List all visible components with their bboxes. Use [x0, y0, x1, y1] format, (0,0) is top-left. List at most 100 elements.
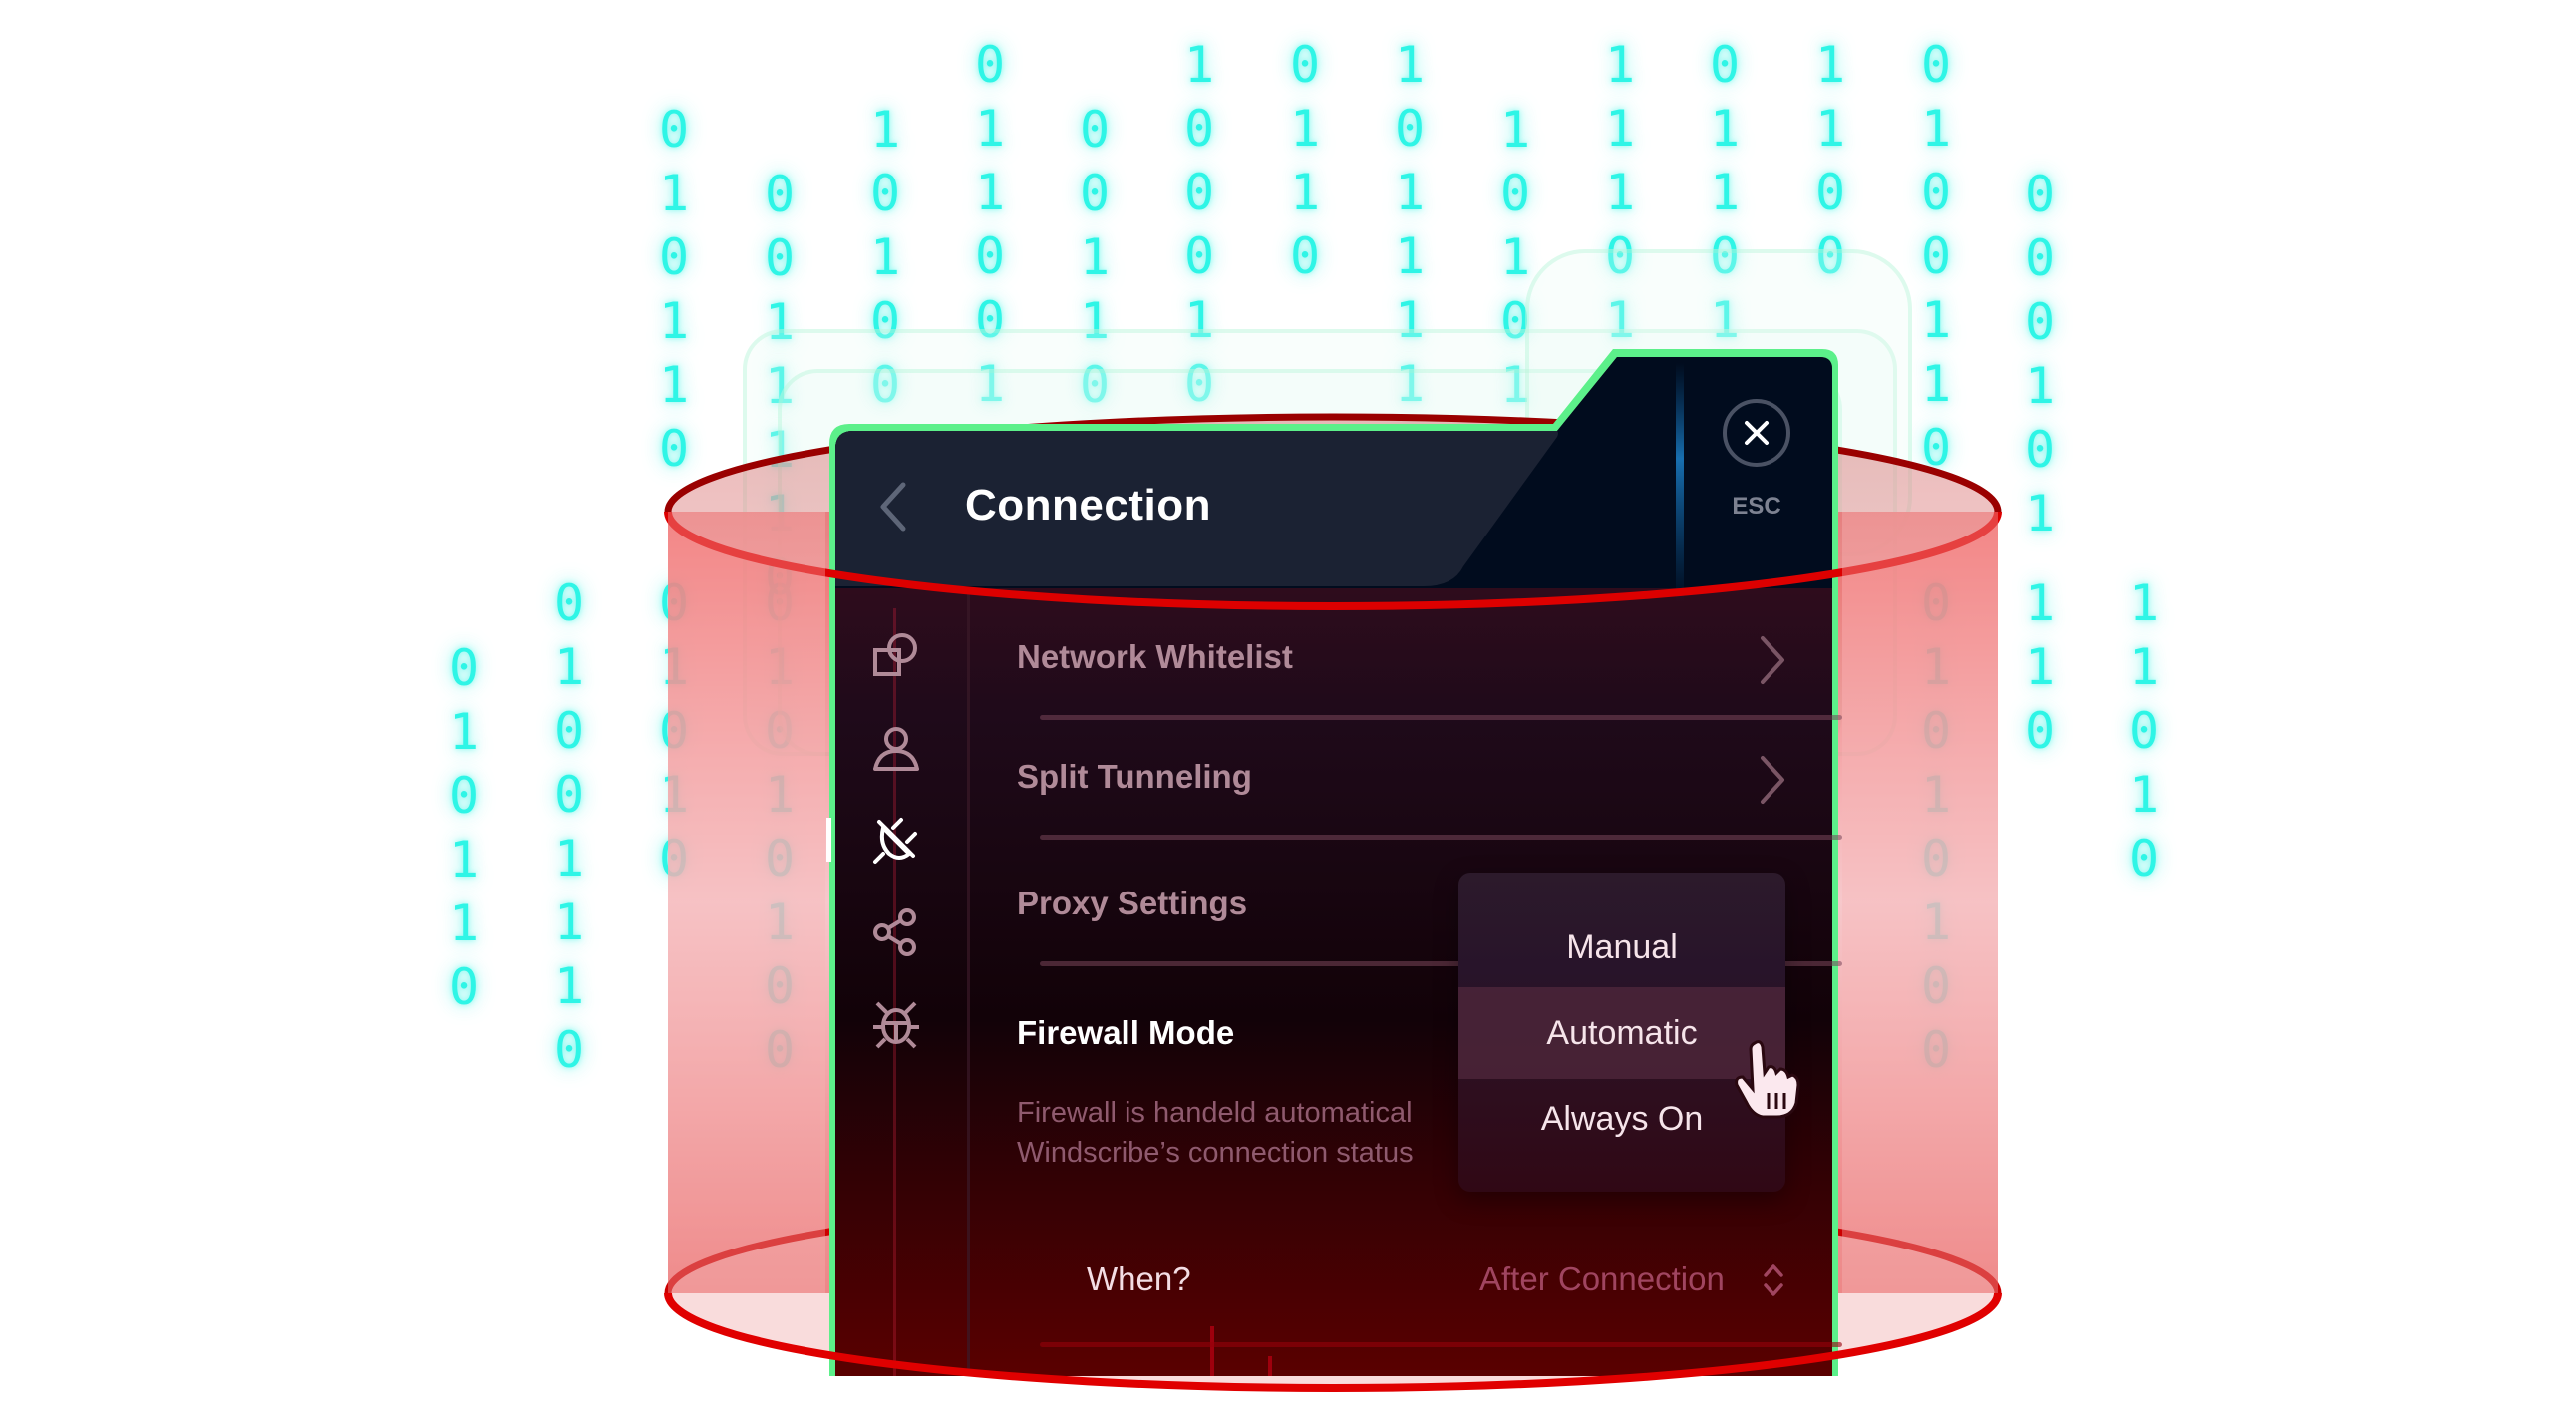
binary-digit: 1	[1709, 291, 1741, 349]
binary-digit: 0	[764, 1021, 796, 1079]
binary-digit: 0	[764, 166, 796, 223]
chevron-right-icon	[1761, 636, 1784, 684]
binary-digit: 0	[764, 702, 796, 760]
sidebar-item-account[interactable]	[869, 723, 923, 777]
binary-digit: 1	[1920, 766, 1952, 824]
sidebar-item-share[interactable]	[869, 905, 923, 959]
binary-digit: 0	[764, 574, 796, 632]
dropdown-option-automatic[interactable]: Automatic	[1458, 987, 1785, 1079]
when-select[interactable]: After Connection	[1479, 1260, 1725, 1297]
binary-digit: 0	[448, 767, 480, 825]
binary-digit: 0	[764, 957, 796, 1015]
binary-digit: 0	[2024, 702, 2056, 760]
binary-digit: 1	[869, 228, 901, 286]
plug-icon	[873, 818, 917, 864]
divider	[1040, 715, 1842, 720]
close-icon	[1745, 421, 1769, 445]
binary-digit: 0	[658, 830, 690, 888]
binary-digit: 1	[1394, 291, 1426, 349]
chevron-right-icon	[1761, 756, 1784, 804]
binary-digit: 1	[764, 357, 796, 415]
binary-digit: 1	[1183, 36, 1215, 94]
binary-digit: 1	[1394, 164, 1426, 221]
binary-digit: 0	[658, 420, 690, 478]
binary-digit: 0	[553, 766, 585, 824]
sidebar-item-debug[interactable]	[869, 997, 923, 1051]
when-label: When?	[1087, 1260, 1191, 1297]
firewall-description-line-2: Windscribe’s connection status	[1017, 1137, 1414, 1169]
binary-digit: 1	[764, 893, 796, 951]
binary-digit: 0	[869, 165, 901, 222]
binary-digit: 1	[764, 293, 796, 351]
binary-digit: 1	[1604, 164, 1636, 221]
binary-digit: 1	[1604, 291, 1636, 349]
binary-digit: 0	[1920, 36, 1952, 94]
binary-digit: 0	[553, 702, 585, 760]
binary-digit: 1	[658, 356, 690, 414]
binary-digit: 0	[764, 548, 796, 606]
network-whitelist-row[interactable]: Network Whitelist	[1017, 638, 1293, 675]
close-button[interactable]	[1723, 399, 1790, 467]
binary-digit: 1	[1604, 100, 1636, 158]
binary-digit: 0	[869, 292, 901, 350]
binary-digit: 0	[1289, 227, 1321, 285]
binary-digit: 1	[1183, 291, 1215, 349]
binary-digit: 1	[1289, 100, 1321, 158]
binary-digit: 0	[658, 702, 690, 760]
binary-digit: 1	[1709, 100, 1741, 158]
binary-digit: 1	[2024, 574, 2056, 632]
back-button[interactable]	[869, 477, 919, 536]
binary-digit: 1	[658, 165, 690, 222]
binary-digit: 0	[448, 639, 480, 697]
binary-digit: 0	[1183, 227, 1215, 285]
updown-icon	[1764, 1264, 1783, 1296]
firewall-mode-dropdown: Manual Automatic Always On	[1458, 873, 1785, 1192]
binary-digit: 0	[1920, 957, 1952, 1015]
binary-digit: 0	[658, 101, 690, 159]
sidebar-item-connection[interactable]	[869, 814, 923, 868]
binary-digit: 0	[1289, 36, 1321, 94]
binary-digit: 0	[1499, 165, 1531, 222]
binary-digit: 1	[658, 638, 690, 696]
firewall-mode-label: Firewall Mode	[1017, 1014, 1235, 1051]
binary-digit: 1	[869, 101, 901, 159]
binary-digit: 0	[2024, 229, 2056, 287]
binary-digit: 0	[974, 291, 1006, 349]
binary-digit: 1	[764, 638, 796, 696]
binary-digit: 1	[1499, 228, 1531, 286]
binary-digit: 0	[1709, 227, 1741, 285]
binary-digit: 1	[2024, 638, 2056, 696]
page-title: Connection	[965, 481, 1211, 530]
proxy-settings-row[interactable]: Proxy Settings	[1017, 885, 1248, 921]
binary-digit: 0	[1604, 227, 1636, 285]
binary-digit: 1	[448, 831, 480, 889]
binary-digit: 0	[1079, 165, 1111, 222]
divider	[1040, 835, 1842, 840]
binary-digit: 1	[448, 703, 480, 761]
binary-digit: 0	[553, 1021, 585, 1079]
updown-chevron-icon[interactable]	[1761, 1260, 1786, 1300]
binary-digit: 0	[2024, 166, 2056, 223]
split-tunneling-row[interactable]: Split Tunneling	[1017, 758, 1252, 795]
esc-hint: ESC	[1732, 493, 1781, 520]
split-tunneling-chevron[interactable]	[1755, 750, 1790, 810]
dropdown-option-manual[interactable]: Manual	[1566, 928, 1678, 966]
binary-digit: 1	[2024, 357, 2056, 415]
chevron-left-icon	[880, 482, 906, 532]
binary-digit: 1	[1814, 100, 1846, 158]
sidebar-item-general[interactable]	[869, 630, 923, 684]
binary-digit: 0	[974, 227, 1006, 285]
binary-digit: 0	[1920, 702, 1952, 760]
binary-digit: 0	[1183, 100, 1215, 158]
binary-digit: 0	[764, 830, 796, 888]
binary-digit: 1	[1920, 638, 1952, 696]
binary-digit: 1	[658, 292, 690, 350]
network-whitelist-chevron[interactable]	[1755, 630, 1790, 690]
binary-digit: 1	[1814, 36, 1846, 94]
dropdown-option-always-on[interactable]: Always On	[1540, 1100, 1704, 1138]
binary-digit: 0	[1079, 101, 1111, 159]
binary-digit: 1	[553, 638, 585, 696]
binary-digit: 1	[553, 830, 585, 888]
shapes-icon	[873, 633, 917, 676]
binary-digit: 0	[1920, 164, 1952, 221]
